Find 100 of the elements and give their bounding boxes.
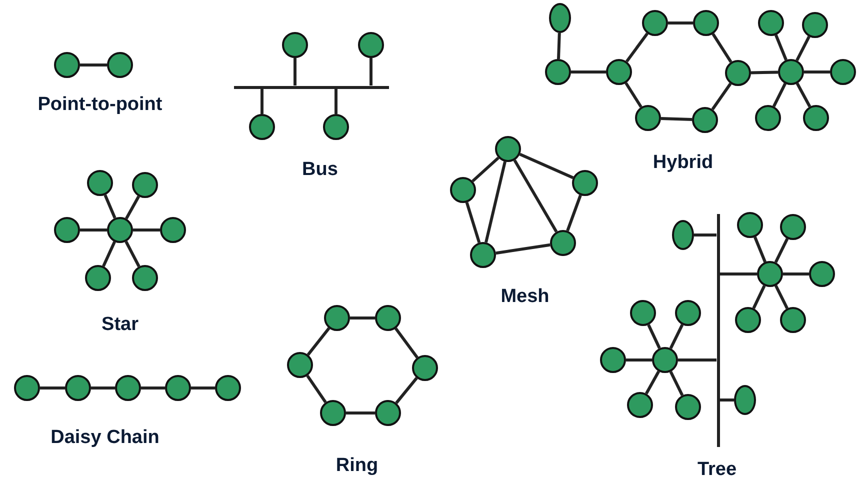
connection-line xyxy=(513,159,558,233)
network-node xyxy=(375,400,401,426)
topology-label: Tree xyxy=(697,459,737,481)
network-node xyxy=(675,394,701,420)
connection-line xyxy=(796,82,812,108)
network-node xyxy=(249,114,275,140)
network-node xyxy=(545,59,571,85)
connection-line xyxy=(750,70,778,74)
network-node xyxy=(54,52,80,78)
connection-line xyxy=(80,228,107,232)
backbone-line xyxy=(716,214,720,446)
network-node xyxy=(87,170,113,196)
network-node xyxy=(549,3,571,33)
network-node xyxy=(358,32,384,58)
connection-line xyxy=(571,70,606,74)
connection-line xyxy=(306,327,330,356)
connection-line xyxy=(91,386,115,390)
connection-line xyxy=(566,194,582,232)
network-node xyxy=(115,375,141,401)
connection-line xyxy=(645,370,660,394)
network-node xyxy=(630,300,656,326)
connection-line xyxy=(80,64,107,66)
connection-line xyxy=(774,34,788,61)
connection-line xyxy=(660,117,692,121)
connection-line xyxy=(260,88,264,114)
connection-line xyxy=(370,58,372,86)
network-node xyxy=(725,60,751,86)
network-node xyxy=(809,261,835,287)
network-node xyxy=(54,217,80,243)
network-node xyxy=(627,392,653,418)
connection-line xyxy=(395,377,418,404)
connection-line xyxy=(711,82,732,110)
connection-line xyxy=(783,272,809,276)
network-node xyxy=(287,352,313,378)
connection-line xyxy=(626,358,652,362)
connection-line xyxy=(124,240,140,268)
network-node xyxy=(692,107,718,133)
connection-line xyxy=(133,228,160,232)
network-node xyxy=(324,305,350,331)
network-node xyxy=(495,136,521,162)
network-node xyxy=(320,400,346,426)
connection-line xyxy=(472,156,500,182)
network-node xyxy=(470,242,496,268)
connection-line xyxy=(772,82,787,108)
connection-line xyxy=(484,161,506,243)
connection-line xyxy=(694,234,716,236)
network-node xyxy=(635,105,661,131)
network-node xyxy=(737,212,763,238)
network-node xyxy=(107,217,133,243)
network-node xyxy=(65,375,91,401)
network-node xyxy=(14,375,40,401)
connection-line xyxy=(626,32,648,62)
network-node xyxy=(693,10,719,36)
network-node xyxy=(652,347,678,373)
network-node xyxy=(572,170,598,196)
network-node xyxy=(550,230,576,256)
connection-line xyxy=(804,70,830,74)
network-node xyxy=(323,114,349,140)
topology-label: Point-to-point xyxy=(38,94,162,116)
network-node xyxy=(606,59,632,85)
connection-line xyxy=(350,316,375,320)
network-node xyxy=(802,12,828,38)
connection-line xyxy=(104,194,116,219)
connection-line xyxy=(306,374,327,404)
connection-line xyxy=(519,152,574,180)
connection-line xyxy=(557,32,561,60)
connection-line xyxy=(334,88,338,114)
network-node xyxy=(675,300,701,326)
network-node xyxy=(160,217,186,243)
network-node xyxy=(780,307,806,333)
network-node xyxy=(282,32,308,58)
connection-line xyxy=(624,82,642,108)
connection-line xyxy=(465,202,481,244)
connection-line xyxy=(346,412,375,414)
network-node xyxy=(735,307,761,333)
network-node xyxy=(132,172,158,198)
connection-line xyxy=(294,58,296,86)
network-node xyxy=(642,10,668,36)
connection-line xyxy=(754,236,766,263)
connection-line xyxy=(712,33,732,63)
topology-label: Mesh xyxy=(500,286,550,308)
topology-label: Hybrid xyxy=(652,152,714,174)
connection-line xyxy=(40,386,65,390)
network-node xyxy=(215,375,241,401)
network-node xyxy=(780,214,806,240)
connection-line xyxy=(191,386,215,390)
connection-line xyxy=(720,398,734,402)
network-node xyxy=(165,375,191,401)
network-node xyxy=(758,10,784,36)
network-node xyxy=(375,305,401,331)
connection-line xyxy=(774,238,789,263)
network-node xyxy=(803,105,829,131)
bus-line xyxy=(234,86,388,88)
connection-line xyxy=(752,285,766,309)
connection-line xyxy=(678,358,716,362)
network-node xyxy=(672,220,694,250)
connection-line xyxy=(720,272,757,276)
connection-line xyxy=(796,36,810,62)
network-node xyxy=(757,261,783,287)
connection-line xyxy=(669,324,684,349)
